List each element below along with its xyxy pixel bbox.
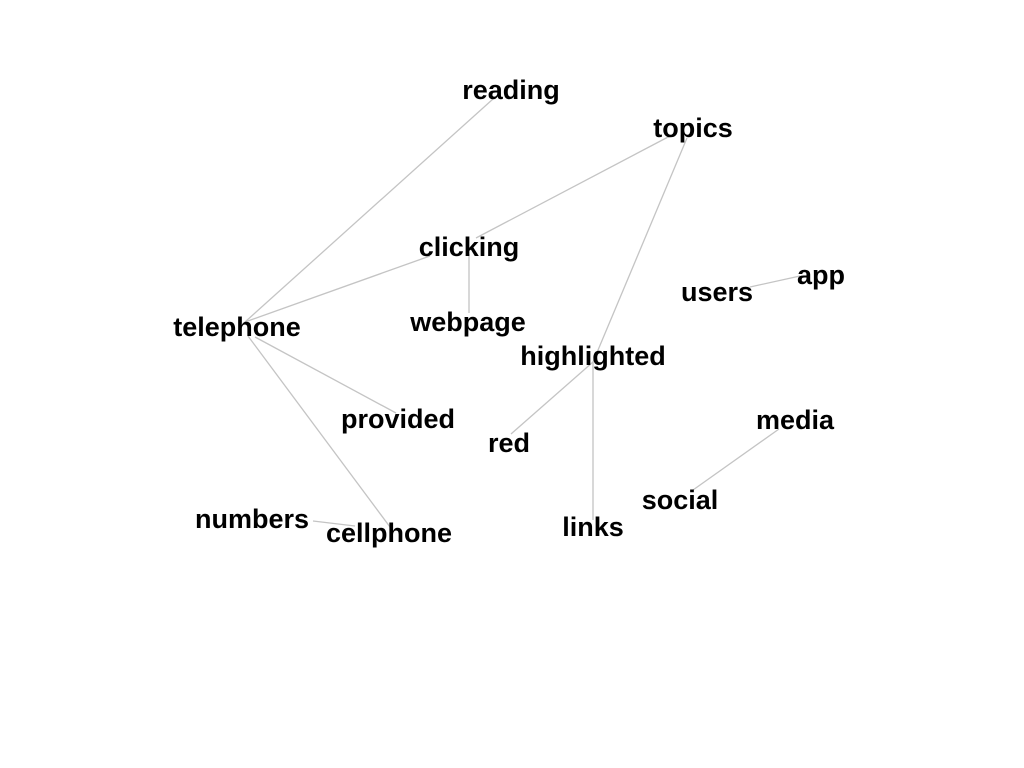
edges-layer bbox=[244, 98, 801, 528]
node-label-clicking: clicking bbox=[419, 232, 520, 262]
node-label-provided: provided bbox=[341, 404, 455, 434]
node-label-social: social bbox=[642, 485, 719, 515]
edge-clicking-telephone bbox=[244, 255, 431, 323]
edge-topics-highlighted bbox=[592, 137, 688, 363]
edge-media-social bbox=[692, 428, 780, 491]
node-label-users: users bbox=[681, 277, 753, 307]
edge-reading-telephone bbox=[244, 98, 494, 323]
nodes-layer: reading topics clicking users app telephone we… bbox=[173, 75, 845, 548]
node-label-telephone: telephone bbox=[173, 312, 301, 342]
edge-telephone-provided bbox=[254, 336, 397, 414]
node-label-topics: topics bbox=[653, 113, 733, 143]
node-label-numbers: numbers bbox=[195, 504, 309, 534]
edge-numbers-cellphone bbox=[312, 520, 356, 527]
edge-telephone-cellphone bbox=[247, 335, 391, 528]
node-label-links: links bbox=[562, 512, 624, 542]
node-label-media: media bbox=[756, 405, 835, 435]
node-label-highlighted: highlighted bbox=[520, 341, 665, 371]
edge-users-app bbox=[749, 275, 801, 288]
node-label-cellphone: cellphone bbox=[326, 518, 452, 548]
node-label-webpage: webpage bbox=[409, 307, 526, 337]
edge-highlighted-red bbox=[510, 361, 594, 435]
node-label-reading: reading bbox=[462, 75, 560, 105]
node-label-app: app bbox=[797, 260, 845, 290]
node-label-red: red bbox=[488, 428, 530, 458]
edge-topics-clicking bbox=[475, 135, 671, 239]
